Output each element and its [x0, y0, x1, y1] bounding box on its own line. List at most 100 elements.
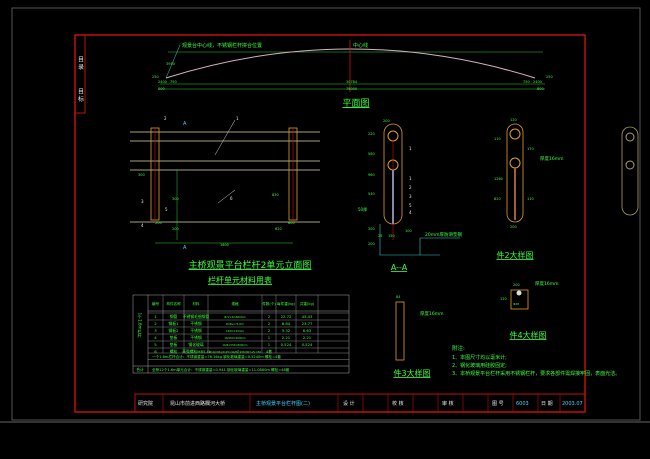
table-cell: 16/200×200mm	[224, 336, 246, 340]
design-label: 设 计	[343, 400, 355, 407]
callout: 5	[165, 207, 168, 212]
table-header: 共重(kg)	[300, 301, 315, 306]
callout: 2	[164, 116, 167, 121]
dim: Φ28	[513, 302, 519, 306]
dim: 300	[172, 197, 179, 201]
part4-note: 厚度16mm	[535, 280, 559, 287]
dim: 820	[494, 197, 501, 201]
note-item: 2、钢化玻璃用硅胶固定;	[452, 362, 507, 369]
table-cell: 16/6×120mm	[226, 329, 244, 333]
table-cell: 不锈钢	[190, 328, 202, 333]
callout: 4	[141, 223, 144, 228]
notes-heading: 附注:	[452, 344, 465, 352]
project-name: 昆山市前进西路欄河大桥	[170, 400, 225, 407]
table-cell: 16/8a×72.8m²	[226, 322, 245, 326]
table-cell: 4	[154, 335, 157, 340]
table-header: 规格	[231, 301, 239, 306]
dim: 200	[383, 119, 390, 123]
table-cell: 2.21	[303, 335, 312, 340]
dim: 200	[510, 225, 517, 229]
table-cell: 2	[268, 314, 271, 319]
dim: 540	[368, 192, 375, 196]
dim: 1260	[494, 177, 503, 181]
table-cell: M10(C96)/2125×94/8孔936 M07-VV 150	[209, 350, 262, 354]
dim: 220	[368, 132, 375, 136]
callout: 1	[409, 176, 412, 181]
part2-detail: 厚度16mm 120 200 1260 820 110 170 110 件2大样…	[494, 118, 564, 260]
part2-note: 厚度16mm	[540, 155, 564, 162]
table-cell: 6.63	[303, 328, 312, 333]
elevation-title: 主桥观景平台栏杆2单元立面图	[189, 259, 312, 271]
side-label-strip	[74, 34, 86, 114]
callout: 5	[409, 203, 412, 208]
table-title: 栏杆单元材料用表	[208, 275, 272, 285]
plan-title: 平面图	[342, 98, 369, 109]
dim: 750	[523, 80, 530, 84]
table-cell: 5	[154, 342, 157, 347]
section-note: 20mm厚防滑垫钢	[425, 231, 462, 238]
drawing-date: 2003.07	[562, 401, 583, 407]
date-label: 日 期	[541, 401, 553, 407]
callout: 3	[141, 199, 144, 204]
table-header: 每件重(kg)	[277, 301, 296, 306]
dim: 300	[138, 173, 145, 177]
dim: 830	[272, 193, 279, 197]
part3-title: 件3大样图	[393, 368, 430, 378]
outer-sheet-border	[11, 7, 641, 421]
dim: 750	[170, 80, 177, 84]
part3-note: 厚度16mm	[420, 310, 444, 317]
dim: 25	[378, 234, 382, 238]
table-cell: 垫板	[170, 335, 178, 340]
section-aa: 20mm厚防滑垫钢 50厚 200 220 960 580 540 300 20…	[358, 119, 462, 272]
table-cell: 螺栓	[170, 349, 178, 354]
table-cell: 2.21	[282, 335, 291, 340]
dim: 3950	[166, 62, 175, 66]
dim: 110	[527, 197, 534, 201]
callout: 6	[230, 196, 233, 201]
dim: 100	[405, 229, 412, 233]
table-cell: Φ72×4/1600mm	[224, 315, 246, 319]
part3-detail: 84 厚度16mm 件3大样图	[393, 295, 443, 378]
plan-note-left: 观景台中心线，不锈钢栏杆拼合位置	[182, 42, 262, 49]
section-mark: A	[183, 245, 187, 251]
table-cell: 3	[154, 328, 157, 333]
table-cell: 1	[268, 335, 271, 340]
dim: 200	[368, 242, 375, 246]
table-cell: 2	[268, 328, 271, 333]
table-cell: 不锈钢	[190, 335, 202, 340]
table-cell: 16/6×550×800mm	[222, 343, 248, 347]
dim: 170	[527, 147, 534, 151]
dim: 200	[155, 221, 162, 225]
note-item: 3、本桥观景平台栏杆采用不锈钢栏杆，要求各部件需焊接牢固，表面光洁。	[452, 370, 620, 377]
plan-view: 观景台中心线，不锈钢栏杆拼合位置 中心线 2400 750 30784 750 …	[152, 40, 553, 109]
plan-note-center: 中心线	[353, 42, 368, 49]
dim: 110	[494, 137, 501, 141]
table-total: 全桥12个1.6m单元合计：不锈钢重量=0.941 钢化玻璃重量=11.0880…	[152, 367, 290, 372]
table-cell: 22.72	[281, 314, 292, 319]
dim: 84	[396, 295, 401, 299]
callout: 1	[409, 146, 412, 151]
dim: 200	[172, 227, 179, 231]
org-name: 研究院	[138, 400, 153, 407]
side-label-2: 目 标	[77, 88, 84, 103]
dim: 30784	[346, 80, 358, 84]
table-cell: 2	[268, 321, 271, 326]
section-mark: A	[183, 121, 187, 127]
table-header: 件数(个)	[262, 301, 276, 306]
part4-detail: 200 120 Φ28 厚度16mm 件4大样图	[500, 280, 559, 340]
dim: 800	[288, 221, 295, 225]
dim: 2400	[533, 80, 542, 84]
elevation-view: 1600 300 200 300 200 830 800 620 1 2 3 4…	[130, 116, 320, 271]
table-cell: 1	[268, 342, 271, 347]
dim: 75000	[346, 87, 357, 91]
table-cell: 钢管	[170, 314, 178, 319]
table-cell: 6	[154, 349, 157, 354]
dim: 960	[368, 173, 375, 177]
dim: 150	[388, 234, 395, 238]
table-group-label: 1个1.6m栏杆	[138, 313, 143, 338]
drawing-name: 主桥观景平台栏杆图(二)	[256, 400, 310, 407]
dim: 120	[500, 297, 507, 301]
table-cell: 垫板	[170, 342, 178, 347]
notes: 附注: 1、本图尺寸均以毫米计; 2、钢化玻璃用硅胶固定; 3、本桥观景平台栏杆…	[452, 344, 620, 377]
